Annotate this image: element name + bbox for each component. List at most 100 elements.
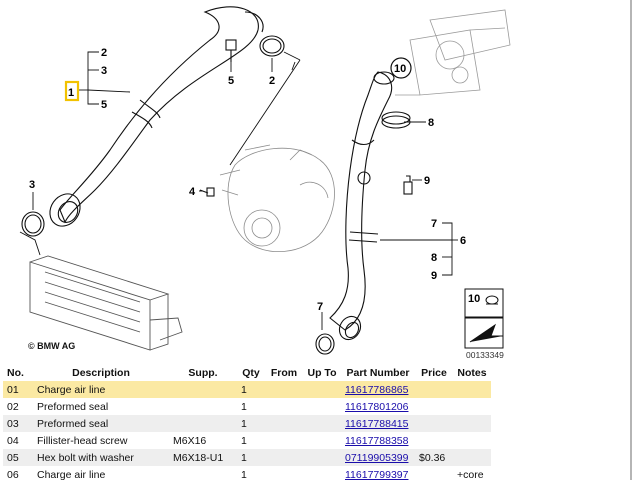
cell-supp [169, 466, 237, 483]
cell-upto [303, 466, 341, 483]
callout-3a: 3 [101, 65, 107, 77]
table-row[interactable]: 01 Charge air line 1 11617786865 [3, 381, 491, 398]
col-header-description: Description [72, 366, 130, 379]
bolt-5 [225, 39, 237, 62]
callout-2a: 2 [101, 47, 107, 59]
cell-price [415, 466, 453, 483]
page-edge-rule [630, 0, 632, 480]
cell-qty: 1 [241, 468, 247, 481]
cell-no: 03 [3, 415, 33, 432]
cell-part-number: 07119905399 [341, 449, 415, 466]
charge-air-hose-right [329, 71, 395, 341]
cell-supp: M6X18-U1 [169, 449, 237, 466]
cell-notes [453, 381, 491, 398]
cell-from [265, 381, 303, 398]
cell-qty: 1 [241, 434, 247, 447]
cell-upto [303, 381, 341, 398]
cell-description: Charge air line [33, 381, 169, 398]
cell-supp [169, 381, 237, 398]
parts-diagram: 2 3 1 5 5 2 3 4 10 8 9 7 6 8 9 7 10 © BM… [19, 6, 511, 360]
cell-notes [453, 415, 491, 432]
cell-from [265, 432, 303, 449]
turbocharger-outline [219, 144, 335, 252]
seal-ring-7 [315, 333, 335, 355]
cell-price [415, 415, 453, 432]
col-header-notes: Notes [457, 366, 487, 379]
cell-no: 06 [7, 468, 19, 481]
clamp-inset-icon [464, 288, 504, 318]
seal-ring-2 [259, 35, 285, 57]
col-header-no: No. [7, 366, 24, 379]
table-row[interactable]: 04 Fillister-head screw M6X16 1 11617788… [3, 432, 491, 449]
cell-from [265, 415, 303, 432]
cell-supp: M6X16 [173, 434, 207, 447]
cell-notes [453, 449, 491, 466]
copyright-text: © BMW AG [28, 341, 75, 351]
cell-description: Hex bolt with washer [33, 449, 169, 466]
callout-5b: 5 [228, 75, 234, 87]
cell-price [415, 432, 453, 449]
cell-description: Charge air line [37, 468, 106, 481]
callout-10b: 10 [468, 293, 480, 305]
part-number-link[interactable]: 11617801206 [345, 400, 409, 413]
diagram-id: 00133349 [466, 350, 504, 360]
parts-table: No. Description Supp. Qty From Up To Par… [3, 364, 491, 483]
cell-part-number: 11617801206 [341, 398, 415, 415]
cell-qty: 1 [237, 381, 265, 398]
cell-qty: 1 [237, 415, 265, 432]
cell-upto [303, 415, 341, 432]
callout-9b: 9 [431, 270, 437, 282]
table-row[interactable]: 05 Hex bolt with washer M6X18-U1 1 07119… [3, 449, 491, 466]
col-header-from: From [270, 366, 298, 379]
cell-part-number: 11617799397 [341, 466, 415, 483]
cell-price: $0.36 [415, 449, 453, 466]
table-header-row: No. Description Supp. Qty From Up To Par… [3, 364, 491, 381]
cell-description: Preformed seal [37, 400, 109, 413]
callout-leaders [19, 51, 458, 330]
sensor-9 [403, 175, 413, 195]
callout-1-box [64, 80, 80, 102]
cell-from [265, 466, 303, 483]
col-header-part-number: Part Number [346, 366, 410, 379]
cell-supp [169, 398, 237, 415]
cell-price [415, 381, 453, 398]
cell-notes [453, 398, 491, 415]
cell-part-number: 11617788358 [341, 432, 415, 449]
cell-from [265, 398, 303, 415]
cell-description: Fillister-head screw [37, 434, 128, 447]
cell-upto [303, 398, 341, 415]
cell-from [265, 449, 303, 466]
col-header-upto: Up To [307, 366, 337, 379]
seal-ring-3 [21, 211, 45, 237]
callout-3b: 3 [29, 179, 35, 191]
cell-description: Preformed seal [33, 415, 169, 432]
cell-upto [303, 432, 341, 449]
table-row[interactable]: 06 Charge air line 1 11617799397 +core [3, 466, 491, 483]
cell-upto [303, 449, 341, 466]
table-row[interactable]: 03 Preformed seal 1 11617788415 [3, 415, 491, 432]
cell-part-number: 11617786865 [341, 381, 415, 398]
cell-supp [169, 415, 237, 432]
part-number-link[interactable]: 11617788358 [345, 434, 409, 447]
callout-7a: 7 [431, 218, 437, 230]
cell-notes [453, 432, 491, 449]
callout-2b: 2 [269, 75, 275, 87]
col-header-supp: Supp. [188, 366, 218, 379]
cell-no: 04 [7, 434, 19, 447]
part-number-link[interactable]: 11617786865 [345, 383, 409, 396]
reference-arrow-icon [464, 317, 504, 349]
charge-air-hose-upper [49, 6, 264, 227]
part-number-link[interactable]: 07119905399 [345, 451, 409, 464]
cell-notes: +core [457, 468, 484, 481]
col-header-price: Price [421, 366, 447, 379]
callout-9a: 9 [424, 175, 430, 187]
callout-5a: 5 [101, 99, 107, 111]
table-row[interactable]: 02 Preformed seal 1 11617801206 [3, 398, 491, 415]
part-number-link[interactable]: 11617788415 [345, 417, 409, 430]
callout-6: 6 [460, 235, 466, 247]
cell-qty: 1 [237, 449, 265, 466]
engine-block-outline [395, 9, 511, 96]
cell-no: 02 [7, 400, 19, 413]
part-number-link[interactable]: 11617799397 [345, 468, 409, 481]
screw-4 [199, 187, 215, 197]
